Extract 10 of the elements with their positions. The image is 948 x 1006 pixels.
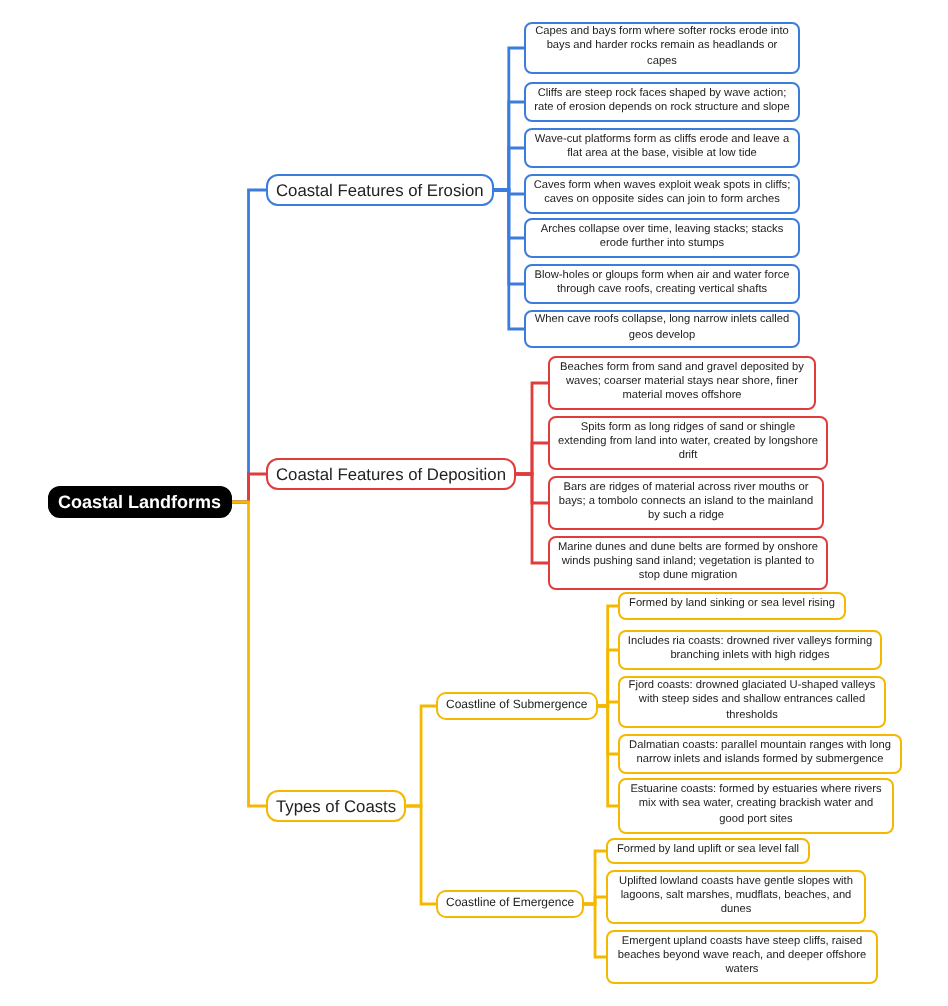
branch-topic-box: Coastal Features of Erosion — [266, 174, 494, 206]
connector-line — [231, 500, 266, 808]
connector-line — [406, 804, 436, 906]
connector-line — [516, 472, 548, 565]
connector-line — [493, 188, 524, 331]
connector-line — [597, 704, 618, 808]
branch-topic-box: Coastal Features of Deposition — [266, 458, 516, 490]
branch-topic-box: Types of Coasts — [266, 790, 407, 822]
connector-line — [584, 902, 606, 959]
root-topic-box: Coastal Landforms — [48, 486, 232, 518]
